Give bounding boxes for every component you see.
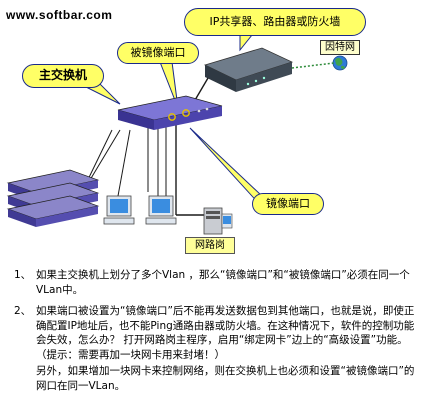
monitor-server-icon bbox=[203, 207, 233, 235]
mirror-port-pointer bbox=[189, 127, 263, 209]
mirror-port-label: 镜像端口 bbox=[252, 193, 324, 215]
mirrored-port-label: 被镜像端口 bbox=[117, 42, 199, 64]
site-watermark: www.softbar.com bbox=[6, 8, 113, 22]
diagram-graphics bbox=[6, 34, 348, 235]
pc-computer-icon bbox=[103, 195, 135, 225]
router-pointer bbox=[239, 34, 254, 52]
monitor-post-label: 网路岗 bbox=[185, 237, 235, 254]
internet-label: 因特网 bbox=[320, 40, 360, 55]
link-lines bbox=[79, 62, 335, 216]
note-text: 另外，如果增加一块网卡来控制网络，则在交换机上也必须和设置“被镜像端口”的网口在… bbox=[36, 365, 415, 392]
router-label: IP共享器、路由器或防火墙 bbox=[184, 8, 366, 36]
main-switch-device bbox=[117, 95, 223, 130]
main-switch-label: 主交换机 bbox=[22, 64, 104, 88]
note-text: 如果端口被设置为“镜像端口”后不能再发送数据包到其他端口，也就是说，即使正确配置… bbox=[36, 305, 415, 361]
note-number: 2、 bbox=[14, 305, 32, 317]
router-device bbox=[203, 47, 294, 92]
internet-globe-icon bbox=[332, 55, 348, 71]
mirror-port-marker bbox=[182, 109, 190, 117]
mirrored-port-marker bbox=[168, 113, 176, 121]
note-number: 1、 bbox=[14, 269, 32, 281]
note-text: 如果主交换机上划分了多个Vlan ，那么“镜像端口”和“被镜像端口”必须在同一个… bbox=[36, 269, 410, 296]
switch-stack bbox=[6, 169, 100, 227]
pc-computer-icon bbox=[145, 195, 177, 225]
